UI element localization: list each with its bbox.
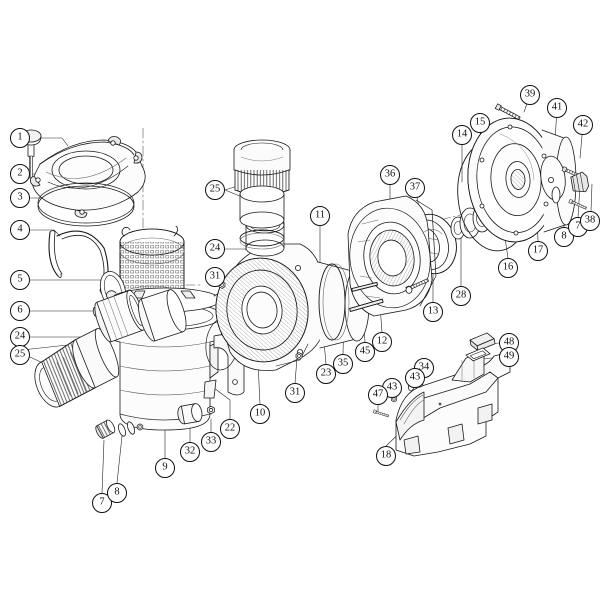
callout-10[interactable]: 10 [250,404,270,424]
callout-label: 12 [376,335,388,347]
callout-label: 6 [17,304,23,316]
callout-36[interactable]: 36 [380,165,400,185]
callout-24-left[interactable]: 24 [10,327,30,347]
callout-label: 5 [17,273,23,285]
callout-label: 47 [372,388,384,400]
callout-label: 32 [184,445,196,457]
callout-label: 3 [17,191,23,203]
callout-12[interactable]: 12 [372,332,392,352]
callout-47[interactable]: 47 [368,385,388,405]
callout-label: 15 [474,116,486,128]
callout-label: 8 [561,230,567,242]
callout-31-upper[interactable]: 31 [205,267,225,287]
callout-label: 16 [502,261,514,273]
callout-9[interactable]: 9 [155,458,175,478]
callout-label: 37 [409,181,421,193]
callout-label: 18 [380,449,392,461]
callout-22[interactable]: 22 [220,419,240,439]
callout-28[interactable]: 28 [451,286,471,306]
callout-label: 42 [577,118,589,130]
callout-label: 31 [209,270,221,282]
callout-4[interactable]: 4 [10,220,30,240]
callout-label: 25 [14,348,26,360]
callout-label: 39 [524,88,536,100]
callout-18[interactable]: 18 [376,446,396,466]
callout-label: 28 [455,289,467,301]
callout-13[interactable]: 13 [423,302,443,322]
callout-label: 31 [289,386,301,398]
callout-39[interactable]: 39 [520,85,540,105]
callout-label: 10 [254,407,266,419]
callout-8-bottom[interactable]: 8 [107,483,127,503]
callout-label: 41 [551,101,563,113]
callout-label: 2 [17,167,23,179]
callout-label: 8 [114,486,120,498]
callout-3[interactable]: 3 [10,188,30,208]
callout-label: 35 [337,357,349,369]
callout-17[interactable]: 17 [528,241,548,261]
callout-32[interactable]: 32 [180,442,200,462]
callout-label: 9 [162,461,168,473]
callout-label: 1 [17,131,23,143]
callout-25-left[interactable]: 25 [10,345,30,365]
callout-label: 43 [409,371,421,383]
callout-label: 24 [209,242,221,254]
callout-label: 13 [427,305,439,317]
callout-label: 36 [384,168,396,180]
callout-33[interactable]: 33 [201,432,221,452]
callout-15[interactable]: 15 [470,113,490,133]
callout-label: 14 [456,128,468,140]
callout-label: 7 [99,496,105,508]
callout-label: 22 [224,422,236,434]
callout-label: 38 [584,214,596,226]
callout-42[interactable]: 42 [573,115,593,135]
callout-label: 17 [532,244,544,256]
callout-label: 33 [205,435,217,447]
callout-37[interactable]: 37 [405,178,425,198]
callout-label: 7 [575,220,581,232]
callout-41[interactable]: 41 [547,98,567,118]
callout-label: 24 [14,330,26,342]
callout-14[interactable]: 14 [452,125,472,145]
callout-label: 4 [17,223,23,235]
callout-45[interactable]: 45 [355,342,375,362]
callout-49[interactable]: 49 [499,347,519,367]
callout-35[interactable]: 35 [333,354,353,374]
callout-43-upper[interactable]: 43 [405,368,425,388]
callout-label: 48 [503,336,515,348]
callout-7-bottom[interactable]: 7 [92,493,112,513]
callout-label: 45 [359,345,371,357]
callout-5[interactable]: 5 [10,270,30,290]
callout-25-top[interactable]: 25 [205,180,225,200]
callout-label: 25 [209,183,221,195]
callout-label: 49 [503,350,515,362]
callout-2[interactable]: 2 [10,164,30,184]
callout-24-top[interactable]: 24 [205,239,225,259]
callout-label: 34 [418,361,430,373]
callout-1[interactable]: 1 [10,128,30,148]
callout-6[interactable]: 6 [10,301,30,321]
callout-31-lower[interactable]: 31 [285,383,305,403]
callout-label: 11 [314,209,326,221]
callout-label: 43 [386,381,398,393]
callout-38[interactable]: 38 [580,211,600,231]
callout-11[interactable]: 11 [310,206,330,226]
callout-16[interactable]: 16 [498,258,518,278]
callout-23[interactable]: 23 [316,364,336,384]
callout-label: 23 [320,367,332,379]
